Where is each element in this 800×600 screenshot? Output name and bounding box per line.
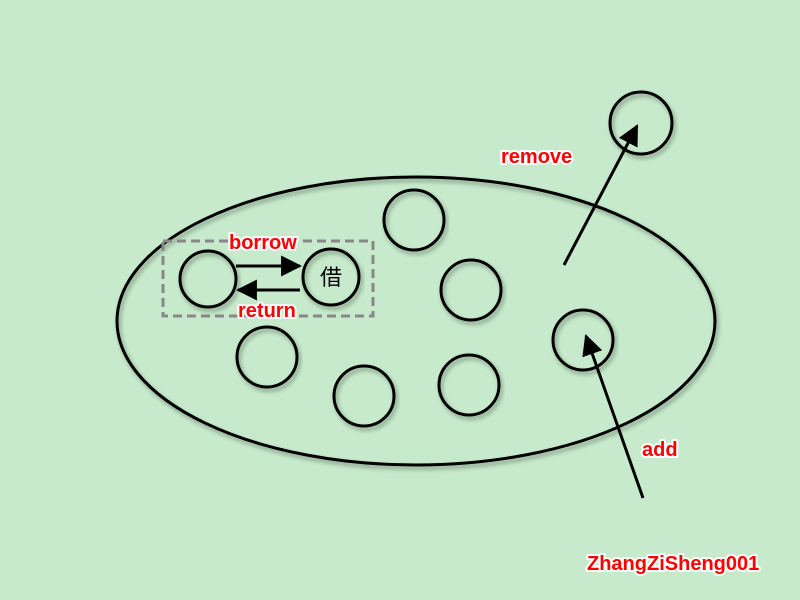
pool-object — [178, 249, 238, 309]
removed-object — [608, 90, 674, 156]
remove-arrow — [562, 124, 639, 266]
pool-object — [439, 258, 503, 322]
pool-object — [382, 188, 446, 252]
pool-object — [437, 353, 501, 417]
pool-ellipse — [115, 175, 717, 467]
label-return: return — [238, 300, 296, 322]
pool-object-borrowed — [301, 247, 361, 307]
pool-object — [235, 325, 299, 389]
pool-objects — [178, 90, 674, 428]
pool-object-added — [551, 308, 615, 372]
pool-object — [332, 364, 396, 428]
label-borrow: borrow — [229, 232, 297, 254]
borrow-return-box — [161, 239, 375, 318]
label-add: add — [642, 439, 678, 461]
add-arrow — [582, 334, 645, 499]
borrowed-char: 借 — [320, 266, 342, 291]
label-remove: remove — [501, 146, 572, 168]
watermark: ZhangZiSheng001 — [587, 553, 759, 575]
